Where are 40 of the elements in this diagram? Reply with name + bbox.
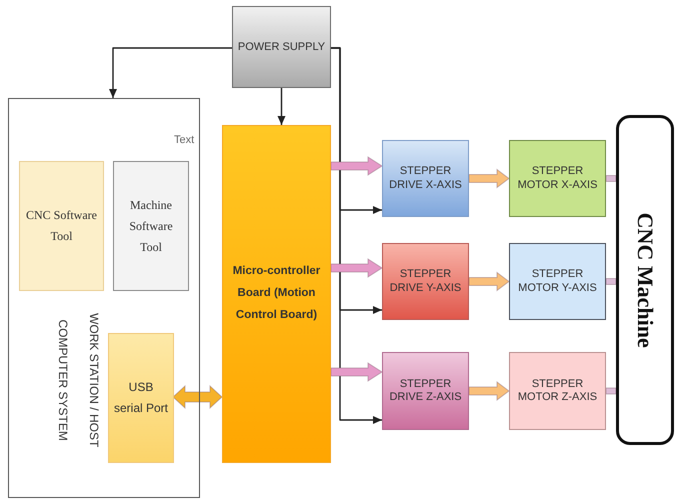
box-label: Machine Software Tool — [128, 196, 174, 256]
software-box — [113, 161, 189, 291]
block-arrow — [330, 362, 383, 382]
connector-bar — [606, 388, 616, 394]
box-label: Micro-controller Board (Motion Control Board) — [232, 264, 322, 323]
box-label: STEPPER DRIVE Y-AXIS — [388, 268, 462, 295]
stepper-drive-box — [382, 352, 469, 430]
placeholder-label: Text — [174, 134, 194, 146]
box-label: STEPPER MOTOR Y-AXIS — [517, 268, 598, 295]
workstation-box — [8, 98, 200, 498]
block-arrow — [330, 258, 383, 278]
connector-bar — [606, 278, 616, 285]
block-arrow — [468, 168, 510, 188]
software-box — [19, 161, 104, 291]
box-label: STEPPER MOTOR X-AXIS — [516, 165, 598, 192]
box-label: STEPPER MOTOR Z-AXIS — [516, 378, 598, 404]
controller-board-box — [222, 125, 331, 463]
stepper-motor-box — [509, 140, 606, 217]
usb-port-box — [108, 333, 174, 463]
block-arrow — [468, 381, 510, 401]
box-label: CNC Software Tool — [25, 207, 98, 245]
arrow — [331, 47, 382, 424]
stepper-drive-box — [382, 140, 469, 217]
block-arrow — [172, 384, 223, 410]
system-label: WORK STATION / HOST COMPUTER SYSTEM — [55, 312, 102, 450]
box-label: USB serial Port — [112, 379, 170, 417]
stepper-drive-box — [382, 243, 469, 320]
block-arrow — [468, 272, 510, 292]
arrow — [109, 47, 232, 98]
power-supply-box — [232, 6, 331, 88]
stepper-motor-box — [509, 243, 606, 320]
box-label: POWER SUPPLY — [236, 40, 326, 55]
box-label: STEPPER DRIVE X-AXIS — [388, 165, 463, 192]
arrow — [278, 88, 286, 125]
stepper-motor-box — [509, 352, 606, 430]
machine-label: CNC Machine — [632, 211, 658, 350]
box-label: STEPPER DRIVE Z-AXIS — [388, 378, 463, 404]
block-arrow — [330, 156, 383, 176]
connector-bar — [606, 175, 616, 182]
cnc-machine-box — [616, 115, 674, 445]
